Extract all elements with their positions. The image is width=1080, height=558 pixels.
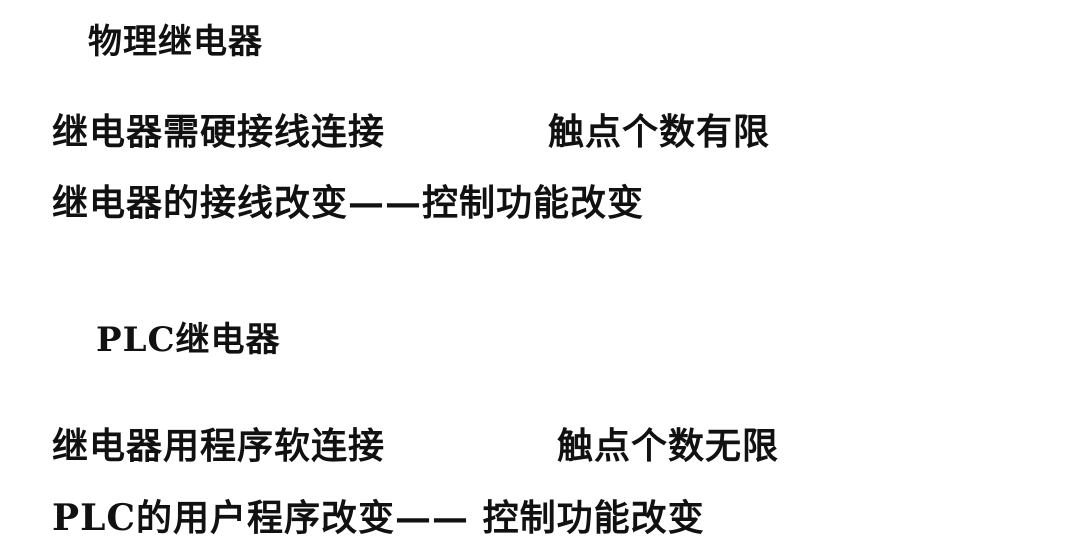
plc-relay-change-text: PLC的用户程序改变—— 控制功能改变 (52, 497, 705, 539)
plc-relay-wiring-text: 继电器用程序软连接 (52, 425, 386, 467)
plc-relay-wiring-row: 继电器用程序软连接 触点个数无限 (52, 424, 952, 468)
physical-relay-contacts-text: 触点个数有限 (548, 111, 771, 153)
physical-relay-heading: 物理继电器 (88, 22, 263, 62)
plc-relay-contacts-text: 触点个数无限 (557, 425, 780, 467)
physical-relay-wiring-text: 继电器需硬接线连接 (52, 111, 386, 153)
plc-relay-heading: PLC继电器 (96, 320, 281, 360)
physical-relay-wiring-row: 继电器需硬接线连接 触点个数有限 (52, 110, 952, 154)
physical-relay-change-text: 继电器的接线改变——控制功能改变 (52, 182, 645, 224)
